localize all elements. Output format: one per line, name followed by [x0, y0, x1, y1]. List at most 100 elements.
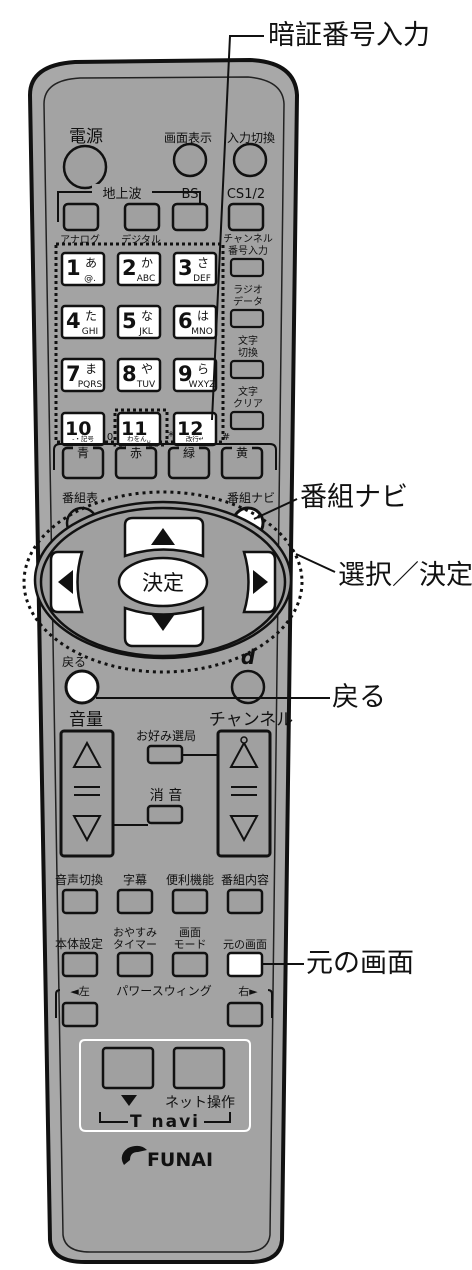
digital-label: デジタル: [121, 233, 161, 246]
key-12-number: 12: [177, 418, 203, 440]
channel-number-button[interactable]: [229, 257, 265, 278]
right-arrow-icon: [253, 570, 268, 594]
audio-switch-label: 音声切換: [55, 872, 103, 887]
back-button[interactable]: [64, 669, 100, 705]
funai-logo-icon: [121, 1145, 147, 1165]
swing-right-button[interactable]: [226, 1001, 264, 1028]
net-operation-label: ネット操作: [165, 1095, 235, 1111]
program-navi-label: 番組ナビ: [227, 491, 275, 505]
sleep-label-2: タイマー: [113, 938, 157, 951]
enter-button[interactable]: [117, 556, 209, 608]
callout-pin-entry: 暗証番号入力: [268, 20, 430, 51]
screen-mode-button[interactable]: [171, 951, 209, 978]
zero-label: 0: [107, 432, 113, 443]
channel-number-label-1: チャンネル: [223, 233, 273, 245]
terrestrial-label: 地上波: [102, 187, 141, 202]
cs-button[interactable]: [227, 202, 265, 232]
digital-button[interactable]: [123, 202, 161, 232]
key-7-kana: ま: [85, 362, 97, 376]
key-9-sub: WXYZ: [189, 380, 216, 390]
key-10-number: 10: [65, 418, 91, 440]
convenient-label: 便利機能: [166, 872, 214, 887]
right-swing-label: 右►: [238, 984, 258, 998]
key-6-kana: は: [197, 309, 209, 323]
audio-switch-button[interactable]: [61, 888, 99, 915]
text-switch-button[interactable]: [229, 359, 265, 380]
number-keys-highlight: [54, 242, 225, 444]
bs-button[interactable]: [171, 202, 209, 232]
swing-left-button[interactable]: [61, 1001, 99, 1028]
key-12-sub: 改行↵: [186, 434, 204, 443]
channel-number-label-2: 番号入力: [228, 244, 268, 257]
subtitles-button[interactable]: [116, 888, 154, 915]
text-switch-label-2: 切換: [238, 347, 258, 359]
up-arrow-icon: [151, 528, 175, 545]
radio-data-button[interactable]: [229, 308, 265, 329]
settings-button[interactable]: [61, 951, 99, 978]
callout-lines: [96, 35, 336, 965]
mute-button[interactable]: [146, 804, 184, 825]
d-button[interactable]: [230, 669, 266, 705]
key-9-kana: ら: [197, 362, 209, 376]
analog-button[interactable]: [62, 202, 100, 232]
yellow-label: 黄: [236, 446, 248, 460]
favorite-button[interactable]: [146, 744, 184, 765]
key-10-sub: -・記号: [72, 434, 94, 443]
key-11-highlight: [113, 408, 169, 447]
sleep-label-1: おやすみ: [113, 926, 157, 939]
settings-label: 本体設定: [55, 936, 103, 951]
callout-select-enter: 選択／決定: [338, 560, 472, 591]
left-swing-label: ◄左: [70, 985, 89, 998]
radio-data-label-1: ラジオ: [233, 284, 263, 296]
convenient-button[interactable]: [171, 888, 209, 915]
callout-back: 戻る: [332, 682, 386, 713]
screen-display-button[interactable]: [172, 142, 208, 178]
net-button-2[interactable]: [172, 1046, 226, 1090]
sleep-timer-button[interactable]: [116, 951, 154, 978]
key-4-kana: た: [85, 309, 97, 323]
down-arrow-icon: [151, 614, 175, 631]
text-clear-button[interactable]: [229, 410, 265, 431]
key-4-number: 4: [66, 309, 81, 333]
input-switch-button[interactable]: [232, 142, 268, 178]
key-5-sub: JKL: [138, 327, 153, 337]
channel-rocker[interactable]: [216, 729, 272, 858]
key-4-sub: GHI: [82, 327, 98, 337]
net-button-1[interactable]: [101, 1046, 155, 1090]
key-8-kana: や: [141, 362, 153, 376]
star-label: *: [168, 429, 174, 443]
key-6-number: 6: [178, 309, 193, 333]
mute-label: 消 音: [150, 787, 182, 804]
d-label: d: [241, 645, 256, 669]
program-content-button[interactable]: [226, 888, 264, 915]
subtitles-label: 字幕: [123, 872, 147, 887]
channel-down-icon: [229, 815, 259, 843]
screen-mode-label-1: 画面: [179, 926, 201, 939]
key-11-sub: わをん␣: [127, 435, 151, 443]
volume-down-icon: [72, 815, 102, 843]
key-10-button[interactable]: 10-・記号: [60, 411, 106, 447]
volume-label: 音量: [69, 710, 103, 730]
volume-rocker[interactable]: [59, 729, 115, 858]
key-6-sub: MNO: [191, 327, 213, 337]
key-5-kana: な: [141, 309, 153, 323]
key-11-number: 11: [121, 418, 147, 440]
callout-program-navi: 番組ナビ: [300, 482, 408, 513]
power-button[interactable]: [62, 144, 108, 190]
screen-display-label: 画面表示: [164, 131, 212, 145]
favorite-label: お好み選局: [136, 729, 196, 743]
radio-data-label-2: データ: [233, 295, 263, 308]
original-screen-button[interactable]: [226, 951, 264, 978]
